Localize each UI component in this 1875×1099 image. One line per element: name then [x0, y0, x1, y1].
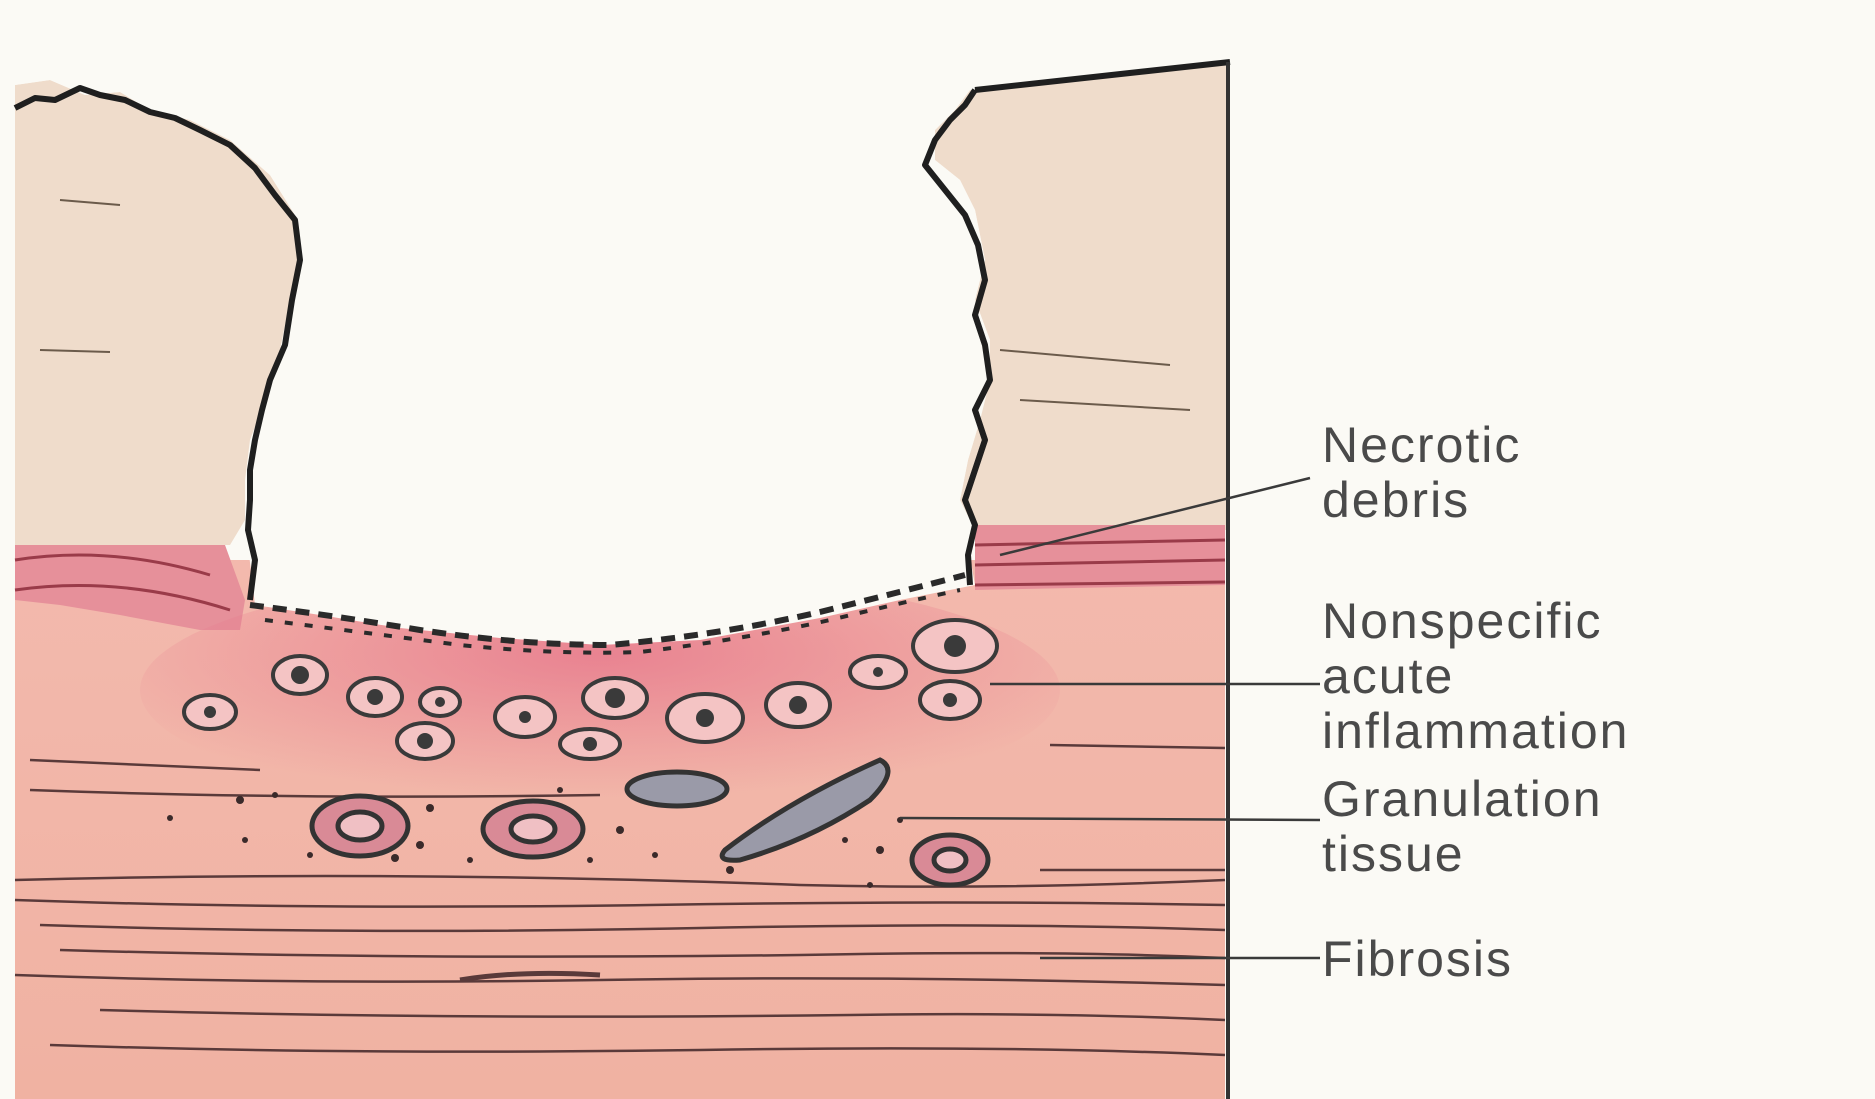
label-necrotic-debris-line-1: Necrotic — [1322, 418, 1521, 473]
label-fibrosis-line-1: Fibrosis — [1322, 932, 1513, 987]
label-acute-inflammation-line-2: acute — [1322, 649, 1629, 704]
label-necrotic-debris-line-2: debris — [1322, 473, 1521, 528]
label-fibrosis: Fibrosis — [1322, 932, 1513, 987]
label-granulation-tissue-line-1: Granulation — [1322, 772, 1603, 827]
label-granulation-tissue: Granulation tissue — [1322, 772, 1603, 882]
label-acute-inflammation-line-3: inflammation — [1322, 704, 1629, 759]
label-acute-inflammation-line-1: Nonspecific — [1322, 594, 1629, 649]
label-necrotic-debris: Necrotic debris — [1322, 418, 1521, 528]
label-acute-inflammation: Nonspecific acute inflammation — [1322, 594, 1629, 759]
label-granulation-tissue-line-2: tissue — [1322, 827, 1603, 882]
muscularis-band-right — [975, 525, 1225, 590]
